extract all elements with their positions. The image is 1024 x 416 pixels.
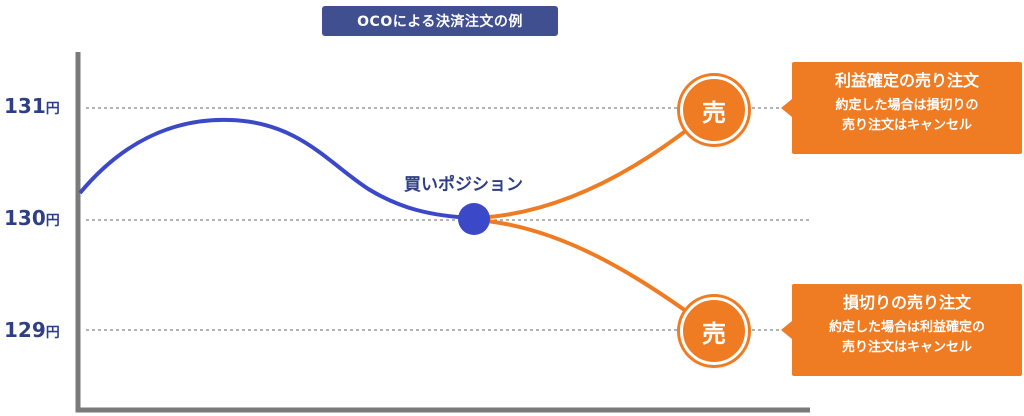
take-profit-callout: 利益確定の売り注文 約定した場合は損切りの 売り注文はキャンセル [781, 62, 1022, 154]
stop-loss-callout-title: 損切りの売り注文 [842, 293, 971, 312]
y-label-129-unit: 円 [45, 325, 60, 341]
stop-loss-sell-icon: 売 [680, 297, 748, 365]
stop-loss-path [475, 218, 714, 332]
take-profit-callout-line1: 約定した場合は損切りの [835, 98, 979, 113]
y-label-129-value: 129 [4, 318, 46, 342]
price-path [78, 117, 474, 220]
buy-position-marker [458, 203, 490, 235]
y-label-131-unit: 円 [45, 101, 60, 117]
take-profit-path [475, 108, 714, 220]
take-profit-sell-icon: 売 [680, 76, 748, 144]
take-profit-callout-line2: 売り注文はキャンセル [841, 118, 972, 133]
stop-loss-callout-body: 約定した場合は利益確定の 売り注文はキャンセル [798, 318, 1016, 358]
buy-position-label: 買いポジション [404, 175, 523, 195]
stop-loss-callout: 損切りの売り注文 約定した場合は利益確定の 売り注文はキャンセル [781, 284, 1022, 376]
take-profit-callout-title: 利益確定の売り注文 [834, 71, 979, 90]
stop-loss-callout-pointer [781, 321, 792, 339]
take-profit-callout-body: 約定した場合は損切りの 売り注文はキャンセル [798, 96, 1016, 136]
diagram-title: OCOによる決済注文の例 [322, 6, 558, 36]
y-label-130-value: 130 [4, 206, 46, 230]
stop-loss-callout-line2: 売り注文はキャンセル [841, 340, 972, 355]
y-label-131: 131円 [4, 94, 60, 118]
y-label-129: 129円 [4, 318, 60, 342]
y-label-130: 130円 [4, 206, 60, 230]
take-profit-callout-pointer [781, 99, 792, 117]
y-label-130-unit: 円 [45, 213, 60, 229]
stop-loss-callout-line1: 約定した場合は利益確定の [828, 320, 985, 335]
y-axis [75, 52, 810, 413]
y-label-131-value: 131 [4, 94, 46, 118]
